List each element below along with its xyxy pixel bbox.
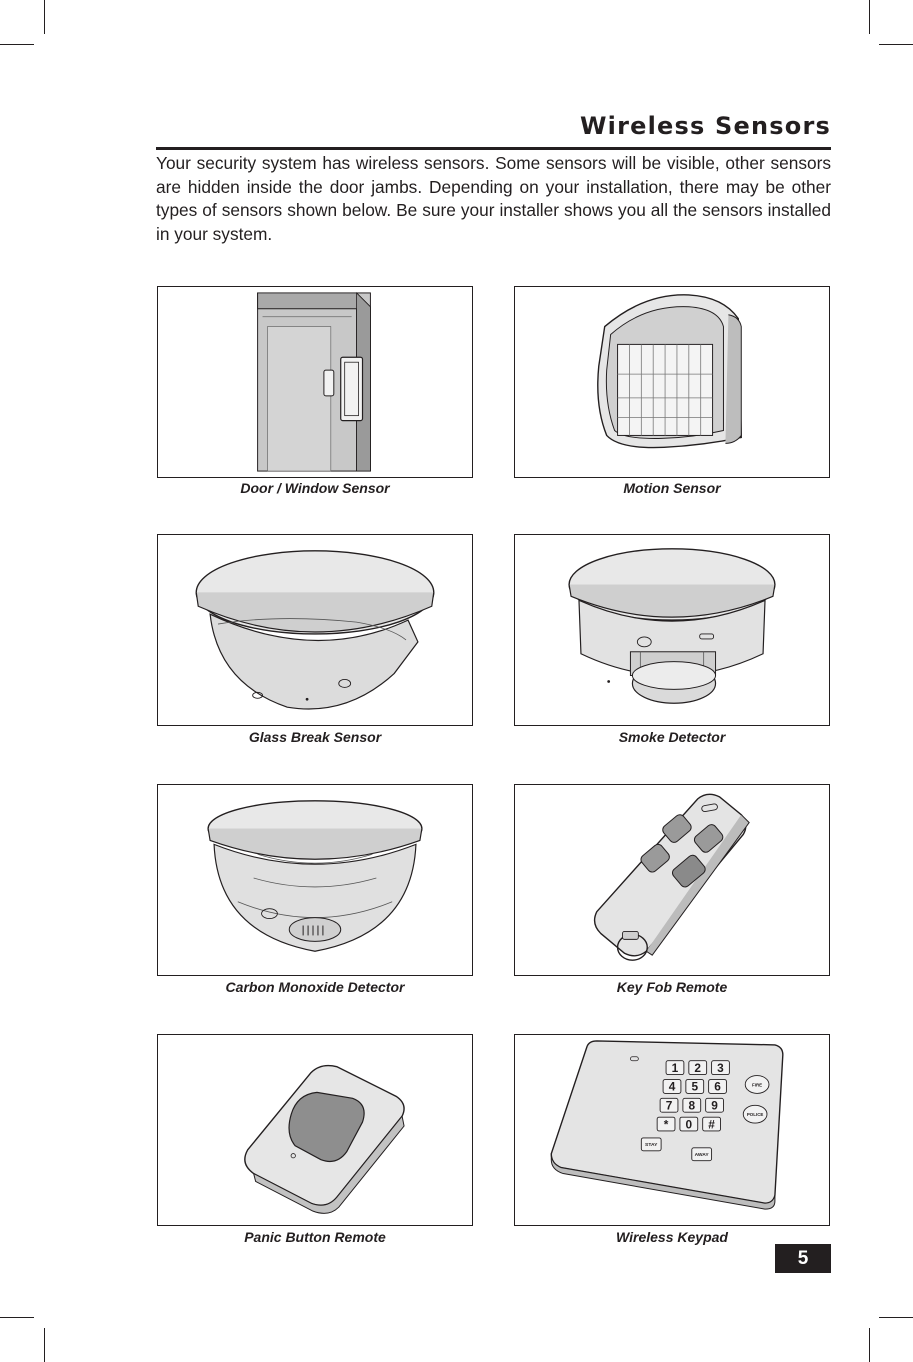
glass-break-sensor-panel — [157, 534, 473, 726]
keypad-key: 6 — [708, 1079, 727, 1094]
smoke-detector-illustration — [568, 548, 776, 704]
svg-text:FIRE: FIRE — [752, 1082, 762, 1087]
svg-text:#: # — [708, 1117, 715, 1131]
keypad-bottom-button: STAY — [640, 1137, 662, 1152]
smoke-detector-caption: Smoke Detector — [618, 729, 726, 745]
keypad-key: 2 — [688, 1060, 708, 1076]
intro-paragraph: Your security system has wireless sensor… — [156, 153, 831, 244]
keypad-side-button: FIRE — [744, 1075, 770, 1094]
svg-text:5: 5 — [691, 1080, 698, 1094]
svg-text:0: 0 — [686, 1117, 693, 1131]
keypad-side-button: POLICE — [742, 1104, 768, 1124]
crop-mark — [0, 44, 34, 45]
page-number: 5 — [775, 1244, 831, 1273]
crop-mark — [879, 44, 913, 45]
svg-text:POLICE: POLICE — [747, 1112, 764, 1117]
motion-sensor-caption: Motion Sensor — [623, 480, 721, 496]
key-fob-remote-illustration — [593, 793, 750, 961]
svg-text:8: 8 — [688, 1099, 695, 1113]
door-window-sensor-caption: Door / Window Sensor — [240, 480, 390, 496]
crop-mark — [869, 1328, 870, 1362]
motion-sensor-panel — [514, 286, 830, 478]
keypad-key: 9 — [705, 1097, 724, 1113]
panic-button-remote-illustration — [244, 1064, 405, 1214]
crop-mark — [879, 1317, 913, 1318]
svg-text:3: 3 — [717, 1061, 724, 1075]
keypad-key: 1 — [665, 1060, 685, 1076]
keypad-bottom-button: AWAY — [691, 1147, 713, 1162]
carbon-monoxide-detector-caption: Carbon Monoxide Detector — [225, 979, 405, 995]
crop-mark — [44, 1328, 45, 1362]
glass-break-sensor-caption: Glass Break Sensor — [248, 729, 382, 745]
crop-mark — [869, 0, 870, 34]
svg-text:4: 4 — [669, 1080, 676, 1094]
keypad-key: 5 — [685, 1079, 705, 1094]
title-rule — [156, 147, 831, 150]
keypad-key: * — [656, 1116, 676, 1132]
keypad-key: 4 — [662, 1079, 682, 1094]
keypad-key: 0 — [679, 1116, 699, 1132]
panic-button-remote-caption: Panic Button Remote — [244, 1229, 386, 1245]
key-fob-remote-panel — [514, 784, 830, 976]
crop-mark — [44, 0, 45, 34]
svg-text:7: 7 — [666, 1099, 673, 1113]
keypad-key: 8 — [682, 1097, 702, 1113]
door-window-sensor-panel — [157, 286, 473, 478]
svg-text:6: 6 — [714, 1080, 721, 1094]
wireless-keypad-panel: 1 2 3 4 5 6 7 8 9 * 0 # FIRE POLICE STAY AWAY — [514, 1034, 830, 1226]
key-fob-remote-caption: Key Fob Remote — [616, 979, 728, 995]
keypad-key: 7 — [659, 1097, 679, 1113]
door-window-sensor-illustration — [257, 291, 371, 472]
keypad-key: # — [702, 1116, 721, 1132]
svg-text:STAY: STAY — [645, 1142, 658, 1148]
crop-mark — [0, 1317, 34, 1318]
svg-text:2: 2 — [694, 1061, 701, 1075]
svg-text:1: 1 — [672, 1061, 679, 1075]
svg-text:AWAY: AWAY — [695, 1152, 710, 1158]
svg-text:*: * — [664, 1117, 669, 1131]
svg-text:9: 9 — [711, 1099, 718, 1113]
panic-button-remote-panel — [157, 1034, 473, 1226]
carbon-monoxide-detector-illustration — [207, 800, 423, 952]
carbon-monoxide-detector-panel — [157, 784, 473, 976]
wireless-keypad-illustration: 1 2 3 4 5 6 7 8 9 * 0 # FIRE POLICE STAY AWAY — [550, 1040, 784, 1210]
wireless-keypad-caption: Wireless Keypad — [616, 1229, 728, 1245]
page-title: Wireless Sensors — [580, 112, 831, 140]
motion-sensor-illustration — [597, 294, 742, 449]
glass-break-sensor-illustration — [195, 550, 435, 710]
keypad-key: 3 — [711, 1060, 730, 1076]
smoke-detector-panel — [514, 534, 830, 726]
